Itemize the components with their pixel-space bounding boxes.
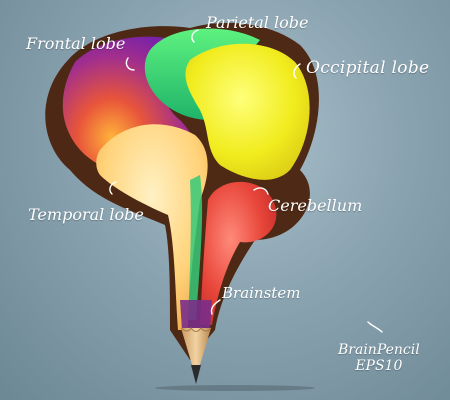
pencil-wood	[181, 328, 211, 378]
annotation-arrows	[109, 29, 383, 333]
parietal-lobe-label: Parietal lobe	[206, 13, 309, 32]
arrow-cerebellum	[253, 187, 269, 195]
arrow-occipital	[293, 63, 301, 79]
temporal-lobe-label: Temporal lobe	[28, 205, 144, 224]
title-block: BrainPencil EPS10	[338, 342, 420, 374]
title-line-1: BrainPencil	[338, 342, 420, 358]
arrow-brainstem	[210, 299, 221, 315]
brain-stem-green	[188, 175, 203, 320]
occipital-lobe-label: Occipital lobe	[306, 58, 430, 78]
pencil-wood-edge	[180, 327, 212, 332]
cerebellum	[200, 181, 277, 325]
title-line-2: EPS10	[355, 358, 403, 374]
frontal-lobe-label: Frontal lobe	[26, 34, 126, 53]
arrow-title	[367, 321, 383, 333]
pencil-shadow	[155, 385, 315, 391]
arrow-parietal	[191, 29, 199, 43]
cerebellum-label: Cerebellum	[268, 196, 363, 215]
arrow-frontal	[125, 57, 135, 71]
brainstem-label: Brainstem	[222, 284, 301, 302]
arrow-temporal	[109, 181, 117, 195]
pencil-tip	[191, 365, 201, 384]
pencil-body	[180, 300, 212, 330]
temporal-lobe	[96, 124, 208, 330]
occipital-lobe	[185, 43, 310, 180]
